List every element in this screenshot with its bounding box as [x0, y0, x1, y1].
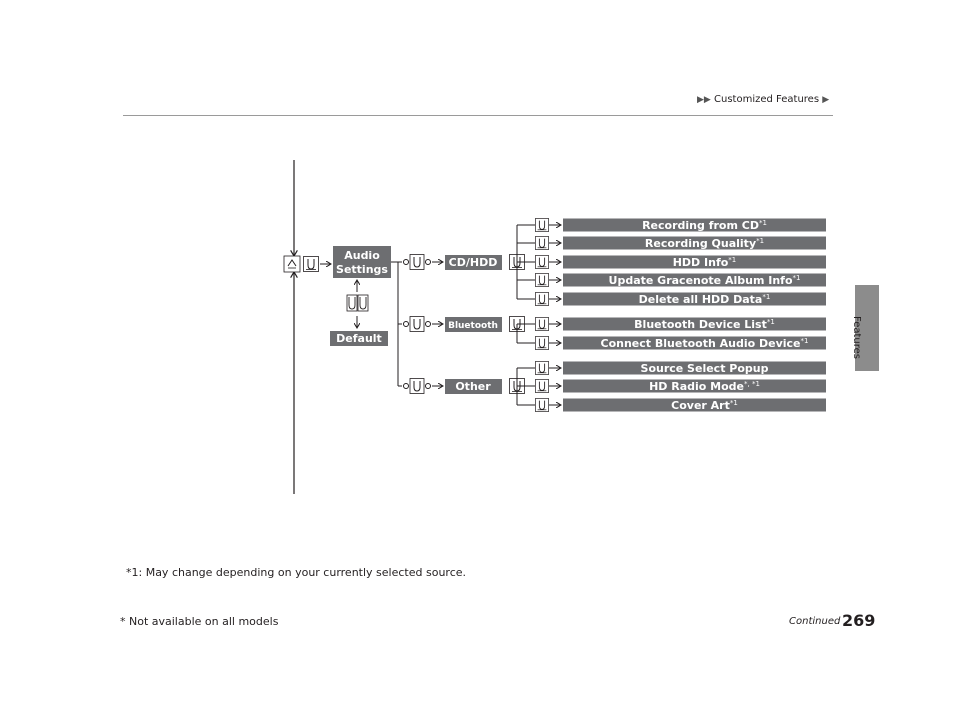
other-button[interactable]: Other	[445, 379, 502, 394]
menu-item-text: Recording from CD	[642, 219, 759, 232]
menu-item-text: Delete all HDD Data	[639, 293, 763, 306]
other-label: Other	[455, 380, 491, 393]
menu-item-text: Connect Bluetooth Audio Device	[601, 337, 801, 350]
menu-item-text: HDD Info	[673, 256, 729, 269]
menu-item-note: *1	[767, 318, 775, 326]
cdhdd-button[interactable]: CD/HDD	[445, 255, 502, 270]
triangle-right-icon: ▶▶	[697, 95, 711, 105]
bluetooth-button[interactable]: Bluetooth	[445, 317, 502, 332]
menu-item-label: Recording from CD*1	[642, 219, 767, 232]
menu-item-bg	[563, 255, 826, 269]
menu-item-bar[interactable]: Source Select Popup	[563, 361, 826, 376]
menu-item-bg	[563, 361, 826, 375]
menu-item-note: *1	[793, 274, 801, 282]
menu-item-note: *1	[762, 293, 770, 301]
knob-icon	[535, 398, 549, 412]
menu-item-bar[interactable]: Recording from CD*1	[563, 218, 826, 233]
knob-icon	[535, 273, 549, 287]
menu-item-bar[interactable]: Update Gracenote Album Info*1	[563, 273, 826, 288]
menu-item-label: Recording Quality*1	[645, 237, 764, 250]
page-number: 269	[842, 611, 876, 630]
group-branch-bluetooth	[398, 316, 443, 332]
menu-item-bar[interactable]: Bluetooth Device List*1	[563, 317, 826, 332]
menu-item-note: *1	[801, 337, 809, 345]
menu-item-label: Source Select Popup	[641, 362, 769, 375]
menu-item-bar[interactable]: Recording Quality*1	[563, 236, 826, 251]
knob-icon	[535, 379, 549, 393]
continued-label: Continued	[789, 616, 841, 627]
models-note: * Not available on all models	[120, 615, 279, 628]
menu-item-text: Cover Art	[671, 399, 730, 412]
menu-item-text: Source Select Popup	[641, 362, 769, 375]
menu-item-text: Bluetooth Device List	[634, 318, 767, 331]
menu-item-bar[interactable]: HDD Info*1	[563, 255, 826, 270]
menu-item-note: *1	[759, 219, 767, 227]
menu-item-note: *, *1	[744, 380, 760, 388]
audio-settings-line2: Settings	[336, 263, 388, 276]
knob-icon	[535, 218, 549, 232]
header-rule	[123, 115, 833, 116]
menu-item-bar[interactable]: Delete all HDD Data*1	[563, 292, 826, 307]
knob-icon	[535, 317, 549, 331]
menu-item-label: Bluetooth Device List*1	[634, 318, 775, 331]
cdhdd-label: CD/HDD	[449, 256, 498, 269]
menu-item-note: *1	[756, 237, 764, 245]
menu-item-bg	[563, 317, 826, 331]
menu-item-bar[interactable]: Cover Art*1	[563, 398, 826, 413]
menu-item-label: Cover Art*1	[671, 399, 738, 412]
menu-item-bg	[563, 398, 826, 412]
knob-icon	[535, 292, 549, 306]
group-branch-cdhdd	[398, 254, 443, 270]
menu-item-label: Update Gracenote Album Info*1	[609, 274, 801, 287]
audio-settings-line1: Audio	[344, 249, 380, 262]
menu-item-text: HD Radio Mode	[649, 380, 744, 393]
menu-item-label: HDD Info*1	[673, 256, 737, 269]
menu-item-bar[interactable]: Connect Bluetooth Audio Device*1	[563, 336, 826, 351]
knob-icon	[535, 255, 549, 269]
menu-item-text: Update Gracenote Album Info	[609, 274, 793, 287]
section-tab	[855, 285, 879, 371]
menu-item-label: Connect Bluetooth Audio Device*1	[601, 337, 809, 350]
knob-icon	[535, 361, 549, 375]
menu-item-bg	[563, 336, 826, 350]
bluetooth-label: Bluetooth	[448, 321, 498, 331]
select-knob-icon	[303, 256, 319, 272]
menu-item-bg	[563, 292, 826, 306]
menu-item-text: Recording Quality	[645, 237, 756, 250]
menu-item-label: HD Radio Mode*, *1	[649, 380, 760, 393]
double-knob-icon	[346, 294, 369, 312]
knob-icon	[535, 236, 549, 250]
menu-item-bg	[563, 236, 826, 250]
breadcrumb: ▶▶ Customized Features ▶	[697, 94, 829, 105]
menu-item-bg	[563, 273, 826, 287]
group-branch-other	[398, 378, 443, 394]
menu-item-label: Delete all HDD Data*1	[639, 293, 771, 306]
triangle-right-icon: ▶	[822, 95, 830, 105]
footnote: *1: May change depending on your current…	[126, 566, 467, 579]
menu-item-bg	[563, 379, 826, 393]
knob-icon	[535, 336, 549, 350]
back-button-icon	[283, 255, 301, 273]
menu-item-bar[interactable]: HD Radio Mode*, *1	[563, 379, 826, 394]
default-button[interactable]: Default	[330, 331, 388, 346]
menu-item-bg	[563, 218, 826, 232]
menu-item-note: *1	[730, 399, 738, 407]
default-label: Default	[336, 332, 382, 345]
breadcrumb-label: Customized Features	[714, 94, 820, 105]
audio-settings-button[interactable]: Audio Settings	[333, 246, 391, 278]
menu-item-note: *1	[728, 256, 736, 264]
